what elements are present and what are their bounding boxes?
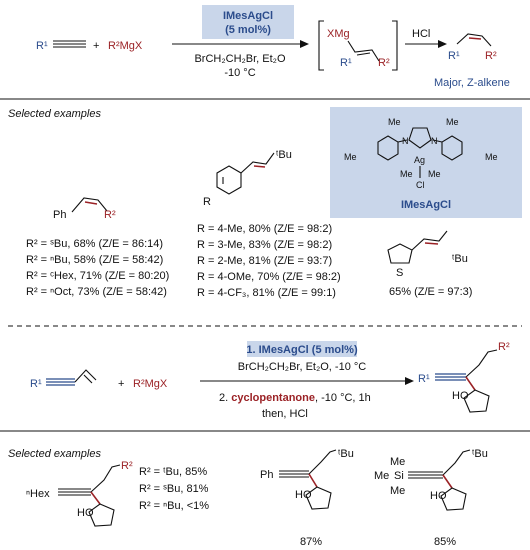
catalyst-me-3: Me [344,152,357,162]
catalyst-me-4: Me [400,169,413,179]
product-note: Major, Z-alkene [434,77,510,89]
ex2-row-2: R = 3-Me, 83% (Z/E = 98:2) [197,239,332,251]
svg-text:2. cyclopentanone, -10 °C, 1h: 2. cyclopentanone, -10 °C, 1h [219,392,371,404]
ex1-row-4: R² = ⁿOct, 73% (Z/E = 58:42) [26,286,167,298]
s2-ex3-si: Si [394,470,404,482]
middle-reaction: R¹ + R²MgX 1. IMesAgCl (5 mol%) BrCH₂CH₂… [30,341,510,420]
ex1-r2: R² [104,209,116,221]
example-2-3: Me Me Me Si ᵗBu HO 85% [374,448,488,548]
s2-ex1-hex: ⁿHex [26,488,50,500]
ex3-s: S [396,267,403,279]
mid-reagent: R²MgX [133,378,168,390]
mid-step2-reagent: cyclopentanone [231,392,315,404]
bracket-right [392,20,398,71]
catalyst-me-6: Me [485,152,498,162]
s2-ex2-tbu: ᵗBu [338,448,354,460]
top-r1-label: R¹ [36,40,48,52]
section1-heading: Selected examples [8,108,101,120]
top-reaction: R¹ + R²MgX IMesAgCl (5 mol%) BrCH₂CH₂Br,… [36,5,510,89]
mid-product-oh: HO [452,390,469,402]
ex3-yield: 65% (Z/E = 97:3) [389,286,472,298]
top-catalyst-box [202,5,294,39]
mid-cyclopentane [463,389,490,413]
example-1-1: Ph R² R² = ˢBu, 68% (Z/E = 86:14) R² = ⁿ… [26,197,169,298]
s2-ex3-yield: 85% [434,536,456,548]
catalyst-me-5: Me [428,169,441,179]
catalyst-ag: Ag [414,155,425,165]
top-catalyst: IMesAgCl [223,10,273,22]
ex2-row-1: R = 4-Me, 80% (Z/E = 98:2) [197,223,332,235]
mid-product-r1: R¹ [418,373,430,385]
s2-ex3-me-2: Me [374,470,389,482]
s2-ex1-row-1: R² = ᵗBu, 85% [139,466,207,478]
ex2-row-4: R = 4-OMe, 70% (Z/E = 98:2) [197,271,341,283]
s2-ex1-r2: R² [121,460,133,472]
intermediate-alkene [347,40,380,62]
intermediate-r1: R¹ [340,57,352,69]
catalyst-me-1: Me [388,117,401,127]
catalyst-me-2: Me [446,117,459,127]
example-2-2: Ph ᵗBu HO 87% [260,448,354,548]
imidazole-ring [408,127,432,149]
ex2-tbu: ᵗBu [276,149,292,161]
ex1-ph: Ph [53,209,66,221]
example-1-3: S ᵗBu 65% (Z/E = 97:3) [387,230,472,298]
s2-ex2-oh: HO [295,489,312,501]
ex2-row-3: R = 2-Me, 81% (Z/E = 93:7) [197,255,332,267]
bracket-left [318,20,324,71]
catalyst-cl: Cl [416,180,425,190]
example-1-2: ᵗBu R R = 4-Me, 80% (Z/E = 98:2) R = 3-M… [197,149,341,299]
mid-step2-then: then, HCl [262,408,308,420]
top-conditions-2: -10 °C [224,67,255,79]
s2-ex1-row-2: R² = ˢBu, 81% [139,483,209,495]
thiophene-ring [387,243,413,264]
s2-ex1-row-3: R² = ⁿBu, <1% [139,500,209,512]
top-reagent: R²MgX [108,40,143,52]
top-loading: (5 mol%) [225,24,271,36]
svg-text:N: N [431,136,438,146]
product-r2: R² [485,50,497,62]
ex1-row-2: R² = ⁿBu, 58% (Z/E = 58:42) [26,254,163,266]
s2-ex2-ph: Ph [260,469,273,481]
intermediate-mg: XMg [327,28,350,40]
mid-r1: R¹ [30,378,42,390]
s2-ex3-oh: HO [430,490,447,502]
svg-text:N: N [402,136,409,146]
s2-ex3-tbu: ᵗBu [472,448,488,460]
mid-plus: + [118,378,124,390]
product-r1: R¹ [448,50,460,62]
product-alkene [456,33,492,47]
ex3-tbu: ᵗBu [452,253,468,265]
example-2-1: ⁿHex R² HO R² = ᵗBu, 85% R² = ˢBu, 81% R… [26,460,209,527]
intermediate-r2: R² [378,57,390,69]
s2-ex3-me-3: Me [390,485,405,497]
ex1-row-1: R² = ˢBu, 68% (Z/E = 86:14) [26,238,163,250]
mid-step1: 1. IMesAgCl (5 mol%) [246,344,358,356]
section2-heading: Selected examples [8,448,101,460]
top-conditions-1: BrCH₂CH₂Br, Et₂O [194,53,285,65]
ex2-row-5: R = 4-CF₃, 81% (Z/E = 99:1) [197,287,336,299]
s2-ex2-yield: 87% [300,536,322,548]
s2-ex3-me-1: Me [390,456,405,468]
ex2-benzene [216,165,242,195]
s2-ex1-oh: HO [77,507,94,519]
ex2-r: R [203,196,211,208]
top-plus: + [93,40,99,52]
catalyst-box-name: IMesAgCl [401,199,451,211]
mid-step1-conditions: BrCH₂CH₂Br, Et₂O, -10 °C [238,361,367,373]
mid-catalyst-box [247,341,357,357]
mid-product-r2: R² [498,341,510,353]
acid-label: HCl [412,28,430,40]
ex1-row-3: R² = ᶜHex, 71% (Z/E = 80:20) [26,270,169,282]
catalyst-structure-box: N N Ag Cl Me Me Me Me Me Me IMesAgCl [330,107,522,218]
